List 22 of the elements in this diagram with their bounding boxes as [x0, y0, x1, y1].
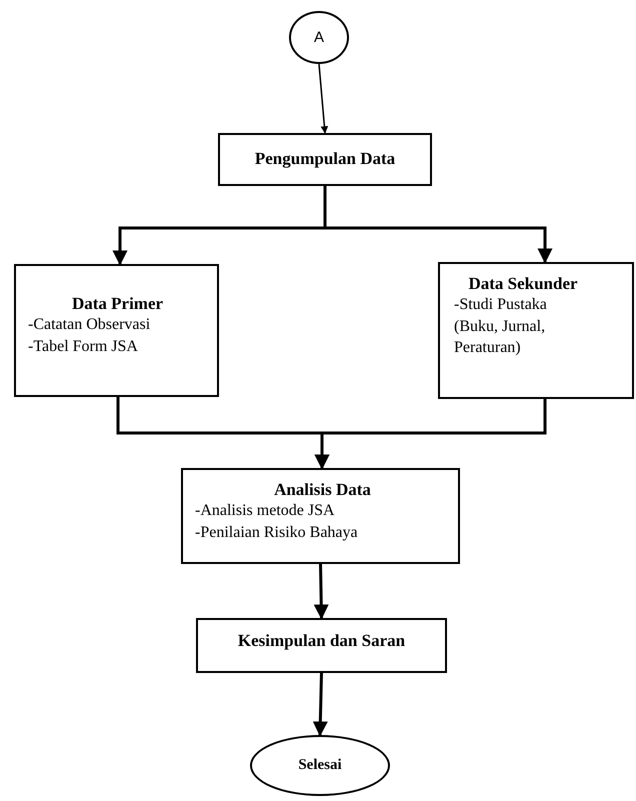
node-title: Kesimpulan dan Saran: [236, 631, 406, 651]
process-box: [438, 262, 634, 399]
process-box: [181, 468, 460, 564]
arrow: [324, 186, 552, 264]
process-box: [196, 618, 447, 673]
node-text: -Analisis metode JSA: [195, 501, 336, 521]
node-text: -Tabel Form JSA: [28, 336, 139, 357]
process-box: [14, 264, 219, 397]
arrow: [318, 64, 328, 134]
node-text: -Studi Pustaka (Buku, Jurnal, Peraturan): [454, 295, 548, 358]
process-box: [218, 133, 432, 186]
node-text: -Penilaian Risiko Bahaya: [195, 522, 359, 543]
arrow: [314, 564, 329, 620]
node-title: Pengumpulan Data: [254, 149, 396, 169]
node-title: Analisis Data: [273, 480, 372, 500]
node-title: Data Primer: [70, 294, 164, 314]
node-title: A: [314, 29, 324, 46]
node-title: Selesai: [298, 757, 342, 774]
arrow: [312, 672, 328, 736]
node-text: -Catatan Observasi: [28, 315, 152, 335]
arrow: [314, 399, 546, 470]
node-title: Data Sekunder: [467, 274, 579, 294]
